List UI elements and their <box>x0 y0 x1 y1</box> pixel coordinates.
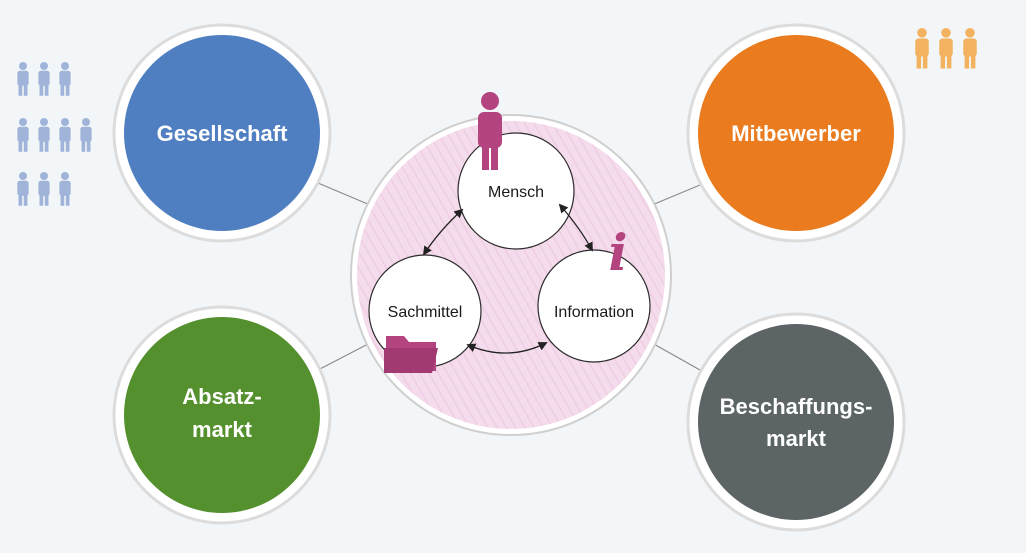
outer-node-beschaffungsmarkt: Beschaffungs- markt <box>686 312 906 532</box>
person-silhouette <box>17 172 29 206</box>
person-silhouette <box>17 118 29 152</box>
business-person-silhouette <box>915 28 929 69</box>
inner-node-mensch: Mensch <box>457 132 575 250</box>
person-silhouette <box>59 118 71 152</box>
person-silhouette <box>38 62 50 96</box>
inner-node-label: Mensch <box>488 184 544 201</box>
cycle-arrows <box>422 203 593 354</box>
business-person-silhouette <box>963 28 977 69</box>
outer-node-absatzmarkt: Absatz- markt <box>112 305 332 525</box>
person-silhouette <box>59 62 71 96</box>
person-silhouette <box>38 118 50 152</box>
person-icon <box>478 92 502 170</box>
outer-node-label-line2: markt <box>192 417 253 442</box>
outer-node-label-line2: markt <box>766 426 827 451</box>
person-silhouette <box>59 172 71 206</box>
person-silhouette <box>80 118 92 152</box>
folder-icon <box>384 336 438 373</box>
connectors <box>317 182 701 371</box>
person-silhouette <box>38 172 50 206</box>
connector-bottom-left <box>317 342 371 371</box>
info-icon: i <box>609 223 628 282</box>
connector-bottom-right <box>651 342 701 371</box>
arrow-sachmittel-information <box>466 342 548 354</box>
people-group-icon <box>17 62 92 206</box>
arrow-mensch-sachmittel <box>422 208 464 256</box>
outer-node-label: Gesellschaft <box>157 121 289 146</box>
outer-node-gesellschaft: Gesellschaft <box>112 23 332 243</box>
outer-node-label-line1: Beschaffungs- <box>720 394 873 419</box>
outer-node-label-line1: Absatz- <box>182 384 261 409</box>
arrow-mensch-information <box>558 203 593 252</box>
inner-node-label: Sachmittel <box>388 304 463 321</box>
outer-node-label: Mitbewerber <box>731 121 861 146</box>
connector-top-right <box>651 184 701 206</box>
business-person-silhouette <box>939 28 953 69</box>
person-silhouette <box>17 62 29 96</box>
business-people-icon <box>915 28 977 69</box>
outer-node-mitbewerber: Mitbewerber <box>686 23 906 243</box>
connector-top-left <box>317 182 371 206</box>
inner-node-information: Information <box>537 249 651 363</box>
svg-text:i: i <box>609 223 628 282</box>
inner-node-label: Information <box>554 304 634 321</box>
